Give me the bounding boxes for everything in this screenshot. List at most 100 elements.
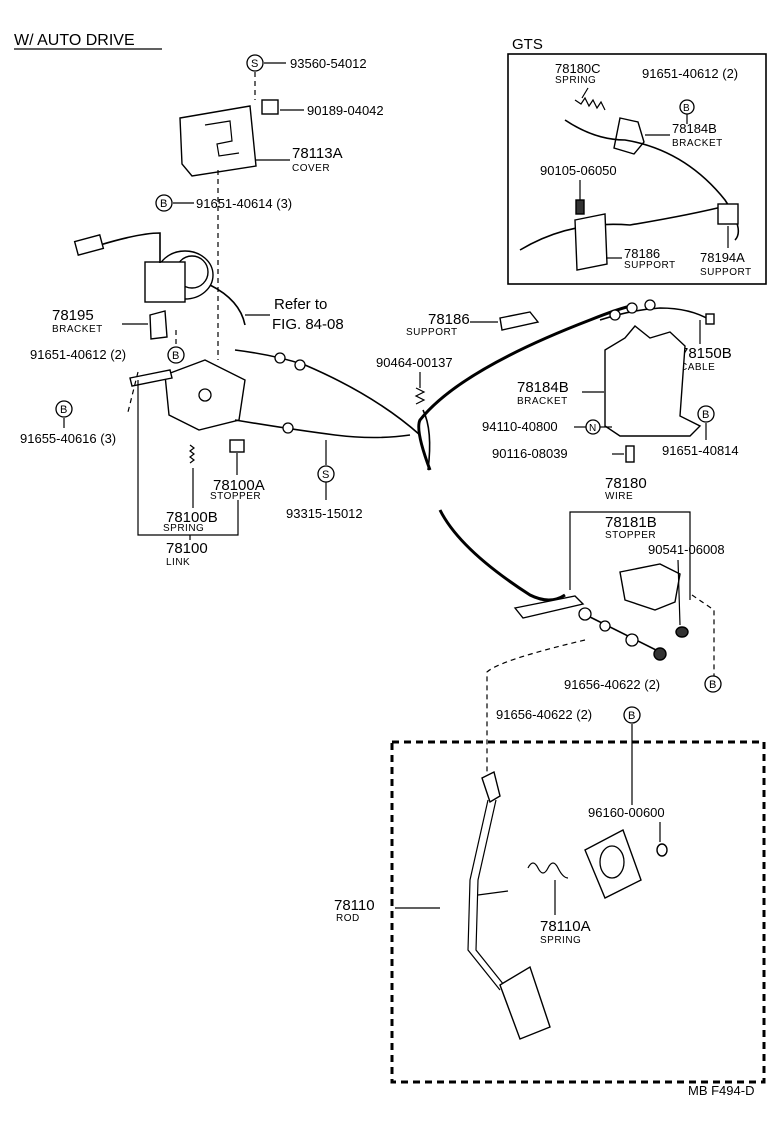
part-78100B-name: SPRING	[163, 523, 204, 534]
gts-91651-40612-number: 91651-40612 (2)	[642, 66, 738, 81]
bolt-b-symbol-2	[167, 346, 185, 364]
gts-78186-number: 78186	[624, 246, 660, 261]
pedal-box	[390, 740, 766, 1084]
cable-end-fitting-3	[644, 299, 656, 311]
part-91656a-number: 91656-40622 (2)	[564, 677, 660, 692]
actuator-output-wire	[209, 284, 246, 326]
rod-top-drawing	[481, 770, 501, 804]
gts-78184B-name: BRACKET	[672, 138, 723, 149]
part-91651-40814-number: 91651-40814	[662, 443, 739, 458]
nut-96160-drawing	[656, 843, 668, 857]
part-78186-name: SUPPORT	[406, 327, 458, 338]
wire-rod	[579, 611, 661, 653]
gts-bolt-drawing	[575, 199, 585, 215]
part-78110-number: 78110	[334, 897, 375, 914]
link-pivot	[198, 388, 212, 402]
part-90116-number: 90116-08039	[492, 446, 568, 461]
part-78195-number: 78195	[52, 307, 94, 324]
gts-leader-2	[581, 87, 589, 99]
n-letter: N	[589, 423, 596, 434]
refer-to-line2: FIG. 84-08	[272, 316, 344, 333]
part-94110-number: 94110-40800	[482, 419, 558, 434]
cable-end-3	[282, 422, 294, 434]
link-arm-drawing	[129, 369, 173, 387]
bolt-90116-drawing	[625, 445, 635, 463]
cable-end-fitting-1	[609, 309, 621, 321]
cover-detail	[204, 120, 240, 157]
gts-78194A-number: 78194A	[700, 250, 745, 265]
diagram-title: W/ AUTO DRIVE	[14, 32, 135, 49]
figure-code: MB F494-D	[688, 1083, 754, 1098]
part-78150B-name: CABLE	[680, 362, 715, 373]
group-bracket-78180	[569, 511, 691, 600]
accelerator-cable-inner	[422, 409, 431, 471]
part-90541-number: 90541-06008	[648, 542, 725, 557]
wire-end-plate	[513, 595, 585, 619]
gts-support-right-drawing	[717, 203, 739, 225]
part-78184B-number: 78184B	[517, 379, 569, 396]
bolt-b-symbol-3	[55, 400, 73, 418]
actuator-connector-drawing	[73, 234, 105, 256]
accelerator-cable-lower	[438, 509, 566, 602]
link-cable-2	[234, 419, 411, 439]
nut-drawing	[261, 99, 279, 115]
bolt-b-symbol-1	[155, 194, 173, 212]
cable-end-tip	[705, 313, 715, 325]
part-90464-number: 90464-00137	[376, 355, 453, 370]
gts-bracket-drawing	[613, 117, 645, 155]
part-78184B-name: BRACKET	[517, 396, 568, 407]
part-78100-number: 78100	[166, 540, 208, 557]
stopper-drawing	[229, 439, 245, 453]
b-letter-3: B	[60, 404, 67, 416]
part-91651-40614-number: 91651-40614 (3)	[196, 196, 292, 211]
cable-end-1	[274, 352, 286, 364]
pedal-stop-pad	[599, 845, 625, 879]
wire-fitting-4	[653, 647, 667, 661]
b-letter-4: B	[702, 409, 709, 421]
gts-label: GTS	[512, 36, 543, 53]
part-91656b-number: 91656-40622 (2)	[496, 707, 592, 722]
part-78113A-number: 78113A	[292, 145, 343, 162]
screw-s-symbol-1	[246, 54, 264, 72]
bolt-b-symbol-5	[704, 675, 722, 693]
part-91655-number: 91655-40616 (3)	[20, 431, 116, 446]
b-letter-6: B	[628, 710, 635, 722]
part-78100B-number: 78100B	[166, 509, 218, 526]
part-78110-name: ROD	[336, 913, 360, 924]
group-bracket-78100	[137, 380, 239, 536]
part-96160-number: 96160-00600	[588, 805, 665, 820]
pedal-pad-drawing	[499, 965, 551, 1040]
gts-support-drawing	[574, 213, 608, 271]
s-letter-1: S	[251, 58, 258, 70]
part-78180-number: 78180	[605, 475, 647, 492]
part-78110A-number: 78110A	[540, 918, 591, 935]
gts-90105-number: 90105-06050	[540, 163, 617, 178]
part-78180-name: WIRE	[605, 491, 633, 502]
gts-78180C-number: 78180C	[555, 61, 601, 76]
gts-cable-lower	[519, 204, 731, 251]
part-78100A-number: 78100A	[213, 477, 265, 494]
support-78186-drawing	[499, 311, 540, 331]
actuator-connector-wire	[99, 232, 161, 263]
pedal-spring-drawing	[527, 862, 569, 879]
link-cable-1	[234, 349, 421, 436]
rod-shaft-outer	[467, 799, 501, 991]
wire-stopper-assembly: 78180 WIRE 78181B STOPPER 90541-06008 91…	[486, 475, 725, 780]
bracket-78195-drawing	[149, 310, 168, 340]
part-78100A-name: STOPPER	[210, 491, 261, 502]
part-78186-number: 78186	[428, 311, 470, 328]
wire-fitting-2	[599, 620, 611, 632]
pedal-rod-assembly: 91656-40622 (2) B 96160-00600 78110 ROD …	[334, 706, 766, 1084]
part-93560-number: 93560-54012	[290, 56, 367, 71]
gts-inset-box	[507, 53, 767, 285]
cover-drawing	[179, 105, 257, 177]
cable-bracket-assembly: 78186 SUPPORT 90464-00137 78150B CABLE 7…	[376, 299, 739, 463]
screw-90541-drawing	[675, 626, 689, 638]
gts-78186-name: SUPPORT	[624, 260, 676, 271]
part-78181B-name: STOPPER	[605, 530, 656, 541]
accelerator-cable-upper	[417, 303, 636, 471]
gts-b-letter: B	[683, 103, 690, 114]
rod-shaft-inner	[475, 799, 509, 991]
